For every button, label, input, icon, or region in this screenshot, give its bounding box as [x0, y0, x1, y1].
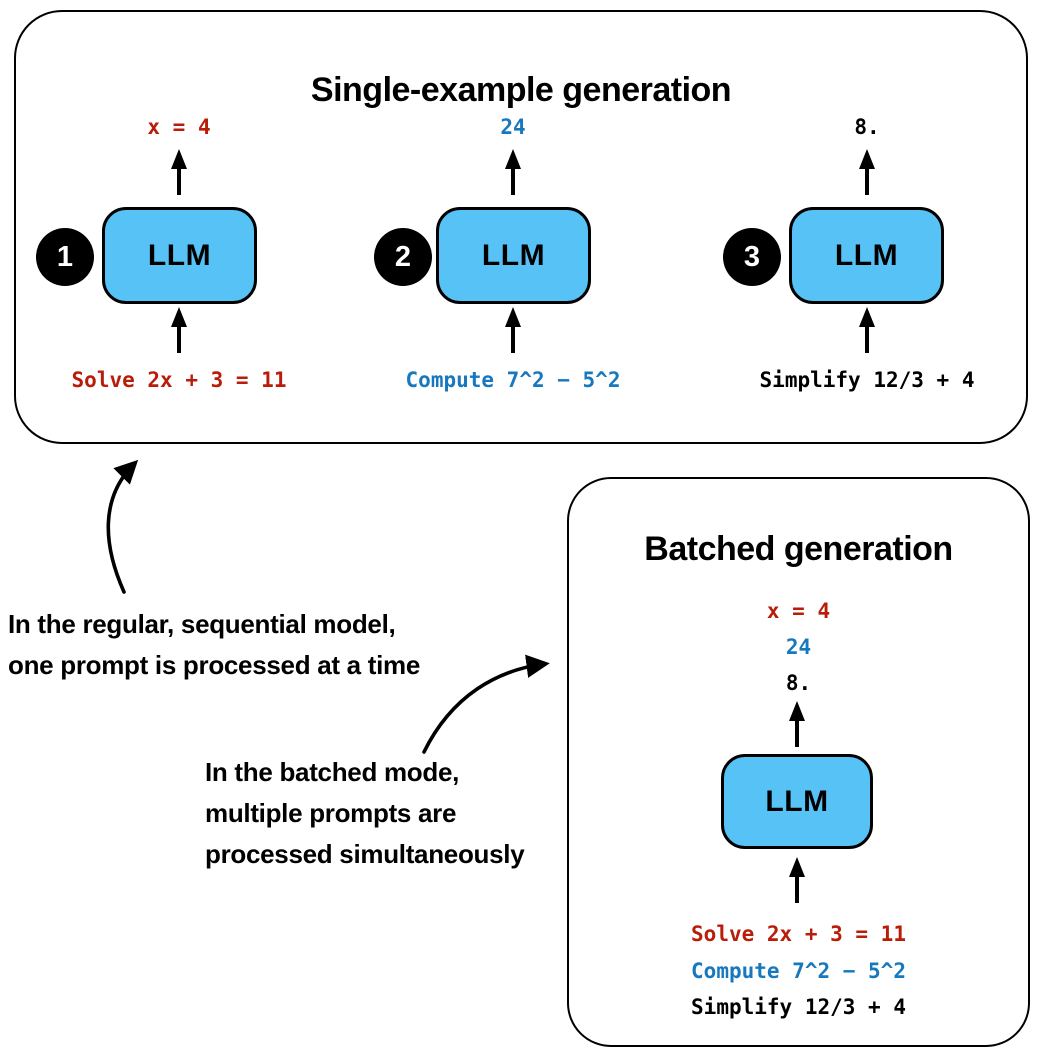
- sequential-annotation-line1: In the regular, sequential model,: [8, 609, 396, 639]
- single-panel-title: Single-example generation: [310, 71, 732, 110]
- unit2-output-arrow-icon: [502, 149, 524, 195]
- batched-llm-box: LLM: [721, 754, 873, 849]
- unit3-step-badge: 3: [723, 228, 781, 286]
- unit3-output-arrow-icon: [856, 149, 878, 195]
- unit3-llm-box: LLM: [789, 207, 944, 304]
- unit1-input-text: Solve 2x + 3 = 11: [71, 368, 287, 392]
- batched-panel: Batched generation x = 4 24 8. LLM Solve…: [567, 477, 1030, 1047]
- batched-panel-title: Batched generation: [644, 530, 953, 569]
- arrow-to-single-panel-icon: [106, 459, 139, 594]
- batched-output-3: 8.: [785, 671, 812, 695]
- batched-output-arrow-icon: [786, 701, 808, 747]
- unit3-input-text: Simplify 12/3 + 4: [759, 368, 975, 392]
- batched-output-2: 24: [785, 635, 812, 659]
- unit3-input-arrow-icon: [856, 307, 878, 353]
- unit2-input-text: Compute 7^2 − 5^2: [405, 368, 621, 392]
- batched-input-arrow-icon: [786, 857, 808, 903]
- unit1-llm-box: LLM: [102, 207, 257, 304]
- batched-input-1: Solve 2x + 3 = 11: [691, 922, 906, 946]
- batched-input-3: Simplify 12/3 + 4: [691, 995, 906, 1019]
- unit1-output-arrow-icon: [168, 149, 190, 195]
- unit1-input-arrow-icon: [168, 307, 190, 353]
- batched-input-2: Compute 7^2 − 5^2: [691, 959, 906, 983]
- unit2-llm-box: LLM: [436, 207, 591, 304]
- single-example-panel: Single-example generation x = 4 1 LLM So…: [14, 10, 1028, 444]
- sequential-annotation: In the regular, sequential model, one pr…: [8, 604, 420, 686]
- unit3-output-text: 8.: [854, 115, 880, 139]
- unit2-output-text: 24: [500, 115, 526, 139]
- unit2-input-arrow-icon: [502, 307, 524, 353]
- unit1-output-text: x = 4: [147, 115, 211, 139]
- arrow-to-batched-panel-icon: [422, 654, 550, 754]
- batched-annotation: In the batched mode, multiple prompts ar…: [205, 752, 525, 875]
- unit1-step-badge: 1: [36, 228, 94, 286]
- batched-annotation-line3: processed simultaneously: [205, 839, 525, 869]
- batched-annotation-line1: In the batched mode,: [205, 757, 460, 787]
- sequential-annotation-line2: one prompt is processed at a time: [8, 650, 420, 680]
- unit2-step-badge: 2: [374, 228, 432, 286]
- batched-output-1: x = 4: [766, 599, 831, 623]
- batched-annotation-line2: multiple prompts are: [205, 798, 457, 828]
